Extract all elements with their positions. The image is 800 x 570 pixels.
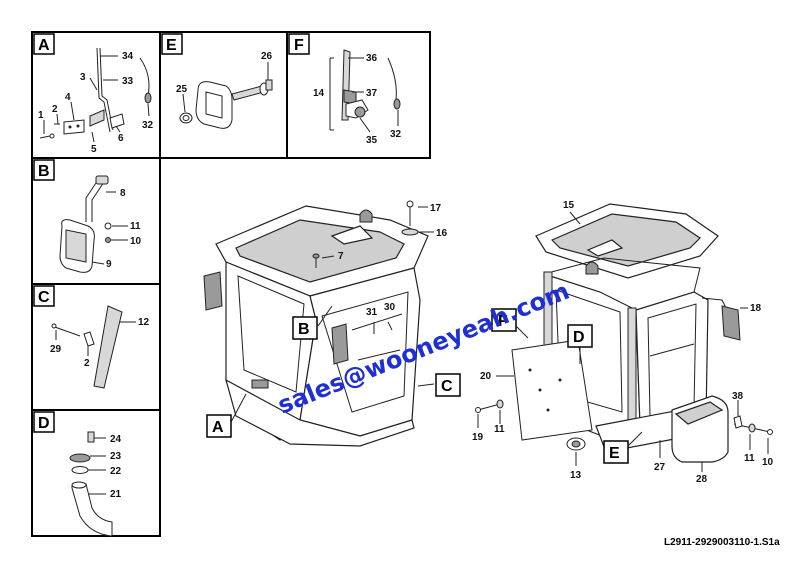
view-marker-c: C (435, 373, 461, 397)
callout-28: 28 (696, 474, 708, 485)
callout-a-33: 33 (122, 76, 134, 87)
callout-30: 30 (384, 302, 396, 313)
callout-27: 27 (654, 462, 666, 473)
panel-b-art (59, 175, 128, 273)
callout-a-6: 6 (118, 133, 124, 144)
svg-text:A: A (212, 419, 224, 436)
callout-d-21: 21 (110, 489, 122, 500)
callout-19: 19 (472, 432, 484, 443)
view-marker-b: B (292, 316, 318, 340)
callout-a-34: 34 (122, 51, 134, 62)
panel-d-label: D (33, 411, 55, 433)
callout-20: 20 (480, 371, 492, 382)
panel-e-letter: E (166, 37, 177, 54)
callout-a-5: 5 (91, 144, 97, 155)
left-cab-assembly (203, 200, 435, 447)
view-marker-e: E (603, 440, 629, 464)
callout-d-23: 23 (110, 451, 122, 462)
panel-d-art (69, 431, 113, 537)
callout-f-14: 14 (313, 88, 325, 99)
panel-f-letter: F (294, 37, 304, 54)
callout-13: 13 (570, 470, 582, 481)
view-marker-d: D (567, 324, 593, 348)
svg-text:C: C (441, 378, 453, 395)
panel-f-label: F (288, 33, 310, 55)
svg-text:E: E (609, 445, 620, 462)
panel-d-frame (31, 409, 161, 537)
callout-f-32: 32 (390, 129, 402, 140)
callout-f-36: 36 (366, 53, 378, 64)
callout-b-9: 9 (106, 259, 112, 270)
panel-a-label: A (33, 33, 55, 55)
callout-e-26: 26 (261, 51, 273, 62)
panel-c-label: C (33, 285, 55, 307)
callout-a-32: 32 (142, 120, 154, 131)
callout-e-25: 25 (176, 84, 188, 95)
callout-d-22: 22 (110, 466, 122, 477)
callout-17: 17 (430, 203, 442, 214)
panel-b-label: B (33, 159, 55, 181)
callout-15: 15 (563, 200, 575, 211)
panel-a-letter: A (38, 37, 50, 54)
callout-7: 7 (338, 251, 344, 262)
callout-38: 38 (732, 391, 744, 402)
panel-e-art (179, 62, 273, 129)
callout-f-35: 35 (366, 135, 378, 146)
callout-16: 16 (436, 228, 448, 239)
callout-a-3: 3 (80, 72, 86, 83)
callout-a-4: 4 (65, 92, 71, 103)
callout-18: 18 (750, 303, 762, 314)
drawing-code: L2911-2929003110-1.S1a (664, 537, 780, 548)
callout-11-left: 11 (494, 424, 505, 435)
callout-10: 10 (762, 457, 774, 468)
panel-c-art (51, 305, 136, 389)
svg-text:F: F (498, 313, 508, 330)
panel-a-art (39, 47, 152, 143)
callout-b-8: 8 (120, 188, 126, 199)
panel-e-label: E (161, 33, 183, 55)
svg-text:B: B (298, 321, 310, 338)
callout-a-2: 2 (52, 104, 58, 115)
callout-c-12: 12 (138, 317, 150, 328)
panel-f-art (329, 49, 401, 133)
panel-b-letter: B (38, 163, 50, 180)
callout-a-1: 1 (38, 110, 44, 121)
callout-f-37: 37 (366, 88, 378, 99)
top-detail-frame (31, 31, 431, 159)
callout-d-24: 24 (110, 434, 122, 445)
svg-text:D: D (573, 329, 585, 346)
callout-11-right: 11 (744, 453, 755, 464)
callout-b-11: 11 (130, 221, 141, 232)
view-marker-a: A (206, 414, 232, 438)
view-marker-f: F (491, 308, 517, 332)
callout-c-29: 29 (50, 344, 62, 355)
panel-c-letter: C (38, 289, 50, 306)
panel-d-letter: D (38, 415, 50, 432)
right-cab-frame (475, 203, 773, 472)
callout-31: 31 (366, 307, 378, 318)
callout-b-10: 10 (130, 236, 142, 247)
callout-c-2: 2 (84, 358, 90, 369)
